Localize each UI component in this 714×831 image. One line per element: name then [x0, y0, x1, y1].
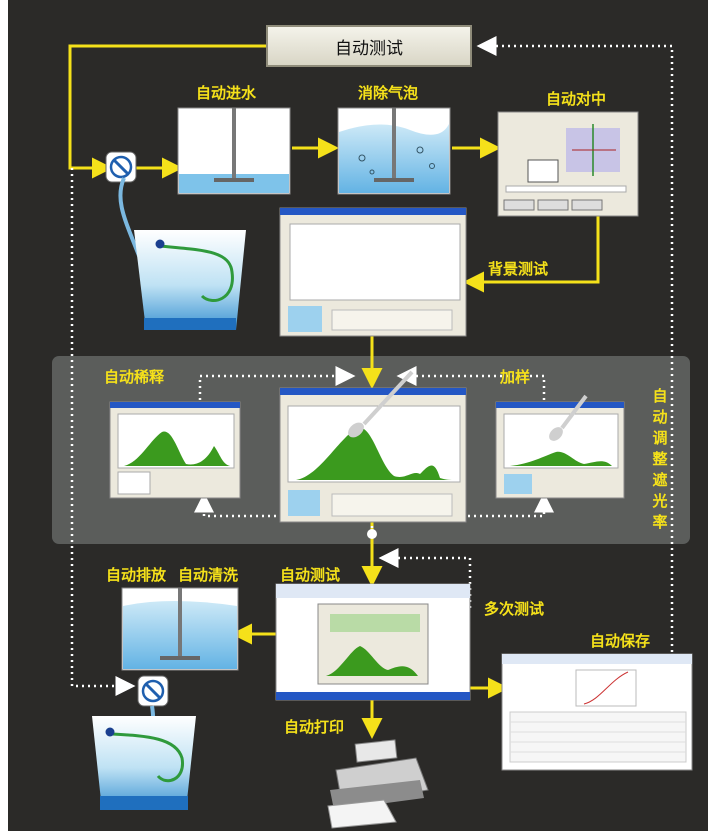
label-remove-bubbles: 消除气泡 [358, 84, 419, 102]
background-window [279, 207, 467, 337]
loop-line [68, 44, 266, 179]
spoon-icon [348, 370, 588, 441]
label-auto-water: 自动进水 [196, 84, 257, 102]
label-auto-print: 自动打印 [284, 718, 345, 736]
alignment-window [497, 111, 639, 217]
tank-bubbles [337, 107, 451, 195]
tank-fill [177, 107, 291, 195]
bucket-icon [134, 230, 246, 330]
bucket-icon-bottom [92, 716, 196, 810]
auto-test-start-box: 自动测试 [266, 25, 472, 67]
software-window [275, 583, 471, 701]
add-sample-window [495, 401, 625, 499]
main-test-window [279, 387, 467, 523]
label-add-sample: 加样 [500, 368, 531, 386]
report-window [501, 653, 693, 771]
valve-icon [105, 151, 137, 183]
label-auto-save: 自动保存 [590, 632, 651, 650]
label-auto-obscuration: 自动调整遮光率 [652, 387, 668, 531]
valve-icon-bottom [137, 675, 169, 707]
tank-clean [121, 587, 239, 671]
label-auto-clean: 自动清洗 [178, 566, 239, 584]
printer-icon [327, 739, 429, 829]
label-background-test: 背景测试 [488, 260, 549, 278]
dilute-window [109, 401, 241, 499]
label-auto-drain: 自动排放 [106, 566, 167, 584]
start-box-label: 自动测试 [335, 38, 403, 59]
label-auto-align: 自动对中 [546, 90, 607, 108]
label-multiple-tests: 多次测试 [484, 600, 545, 618]
label-auto-test: 自动测试 [280, 566, 341, 584]
label-auto-dilute: 自动稀释 [104, 368, 165, 386]
